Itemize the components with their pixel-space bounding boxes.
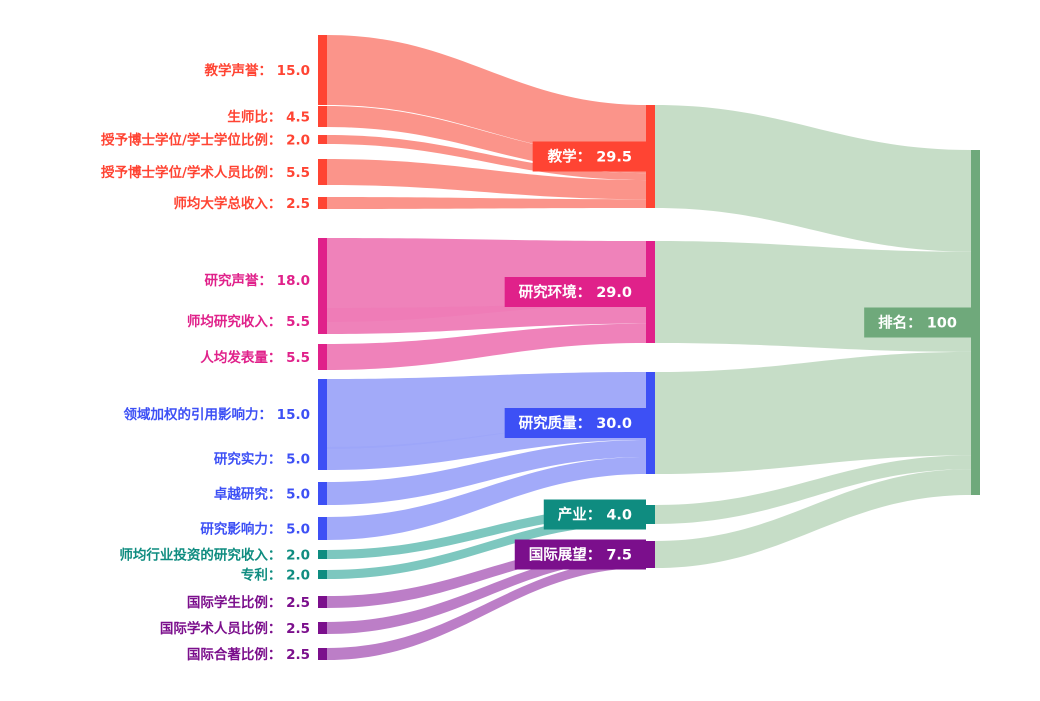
sankey-node-doctorate_staff_ratio[interactable] bbox=[318, 159, 327, 185]
sankey-node-research_excellence[interactable] bbox=[318, 482, 327, 505]
source-node-label: 教学声誉： 15.0 bbox=[204, 62, 310, 79]
sankey-link[interactable] bbox=[327, 323, 646, 370]
sankey-link[interactable] bbox=[327, 559, 646, 660]
sankey-node-patents[interactable] bbox=[318, 570, 327, 579]
source-node-label: 师均行业投资的研究收入： 2.0 bbox=[119, 547, 310, 564]
source-labels-layer: 教学声誉： 15.0 生师比： 4.5 授予博士学位/学士学位比例： 2.0 授予博士… bbox=[101, 62, 310, 663]
stage-node-label-2-text: 研究质量： 30.0 bbox=[519, 414, 632, 432]
source-node-label: 授予博士学位/学术人员比例： 5.5 bbox=[101, 164, 310, 181]
sankey-node-citation_impact[interactable] bbox=[318, 379, 327, 449]
stage-node-label-4-bg bbox=[514, 539, 646, 570]
stage-node-label-4: 国际展望： 7.5 bbox=[514, 539, 646, 570]
sankey-node-intl_students[interactable] bbox=[318, 596, 327, 608]
sankey-node-doctorate_bachelor_ratio[interactable] bbox=[318, 135, 327, 144]
source-node-label: 卓越研究： 5.0 bbox=[214, 486, 310, 503]
nodes-layer bbox=[318, 35, 980, 660]
sankey-node-industry[interactable] bbox=[646, 505, 655, 524]
sankey-node-ranking[interactable] bbox=[971, 150, 980, 495]
sankey-link[interactable] bbox=[655, 455, 971, 524]
stage-node-label-3-bg bbox=[543, 499, 646, 530]
sankey-link[interactable] bbox=[327, 159, 646, 200]
sankey-link[interactable] bbox=[327, 35, 646, 158]
sankey-link[interactable] bbox=[655, 105, 971, 252]
stage-node-label-0-bg bbox=[532, 141, 646, 172]
source-node-label: 师均大学总收入： 2.5 bbox=[173, 195, 310, 212]
sankey-link[interactable] bbox=[655, 469, 971, 568]
sankey-node-international_outlook[interactable] bbox=[646, 541, 655, 568]
stage-node-label-3: 产业： 4.0 bbox=[543, 499, 646, 530]
source-node-label: 领域加权的引用影响力： 15.0 bbox=[123, 406, 310, 423]
stage-node-label-1-text: 研究环境： 29.0 bbox=[519, 283, 632, 301]
source-node-label: 国际学术人员比例： 2.5 bbox=[160, 620, 310, 637]
source-node-label: 生师比： 4.5 bbox=[227, 109, 310, 126]
sankey-node-research_income[interactable] bbox=[318, 308, 327, 334]
source-node-label: 师均研究收入： 5.5 bbox=[187, 313, 310, 330]
source-node-label: 研究实力： 5.0 bbox=[214, 451, 310, 468]
sankey-link[interactable] bbox=[327, 372, 646, 449]
sankey-node-research_environment[interactable] bbox=[646, 241, 655, 343]
source-node-label: 研究声誉： 18.0 bbox=[204, 272, 310, 289]
sankey-link[interactable] bbox=[327, 197, 646, 209]
source-node-label: 国际学生比例： 2.5 bbox=[187, 594, 310, 611]
final-node-label: 排名： 100 bbox=[864, 307, 971, 338]
sankey-link[interactable] bbox=[327, 304, 646, 334]
sankey-link[interactable] bbox=[327, 440, 646, 505]
sankey-node-research_strength[interactable] bbox=[318, 447, 327, 470]
source-node-label: 研究影响力： 5.0 bbox=[200, 521, 310, 538]
source-node-label: 人均发表量： 5.5 bbox=[200, 349, 310, 366]
sankey-node-research_quality[interactable] bbox=[646, 372, 655, 474]
stage-node-label-3-text: 产业： 4.0 bbox=[558, 506, 632, 524]
links-layer bbox=[327, 35, 971, 660]
sankey-link[interactable] bbox=[655, 351, 971, 474]
sankey-node-research_reputation[interactable] bbox=[318, 238, 327, 322]
stage-node-label-1: 研究环境： 29.0 bbox=[504, 277, 646, 307]
sankey-node-intl_staff[interactable] bbox=[318, 622, 327, 634]
sankey-node-intl_coauthorship[interactable] bbox=[318, 648, 327, 660]
stage-node-label-4-text: 国际展望： 7.5 bbox=[529, 546, 632, 564]
sankey-node-industry_income[interactable] bbox=[318, 550, 327, 559]
stage-node-label-2-bg bbox=[504, 408, 646, 438]
stage-node-label-2: 研究质量： 30.0 bbox=[504, 408, 646, 438]
stage-node-label-0: 教学： 29.5 bbox=[532, 141, 646, 172]
source-node-label: 国际合著比例： 2.5 bbox=[187, 646, 310, 663]
sankey-link[interactable] bbox=[327, 514, 646, 580]
stage-node-label-1-bg bbox=[504, 277, 646, 307]
sankey-node-publications_per_staff[interactable] bbox=[318, 344, 327, 370]
sankey-link[interactable] bbox=[327, 457, 646, 540]
source-node-label: 授予博士学位/学士学位比例： 2.0 bbox=[101, 132, 310, 149]
sankey-link[interactable] bbox=[327, 541, 646, 608]
final-node-label-bg bbox=[864, 307, 971, 338]
sankey-link[interactable] bbox=[327, 550, 646, 634]
sankey-node-teaching[interactable] bbox=[646, 105, 655, 208]
node-labels-layer: 教学： 29.5 研究环境： 29.0 研究质量： 30.0 产业： 4.0 国际展望：… bbox=[504, 141, 971, 570]
final-node-label-text: 排名： 100 bbox=[878, 314, 957, 332]
source-node-label: 专利： 2.0 bbox=[241, 567, 310, 584]
sankey-node-teaching_reputation[interactable] bbox=[318, 35, 327, 105]
stage-node-label-0-text: 教学： 29.5 bbox=[547, 148, 632, 166]
sankey-node-research_influence[interactable] bbox=[318, 517, 327, 540]
sankey-node-institutional_income[interactable] bbox=[318, 197, 327, 209]
sankey-node-staff_student_ratio[interactable] bbox=[318, 106, 327, 127]
